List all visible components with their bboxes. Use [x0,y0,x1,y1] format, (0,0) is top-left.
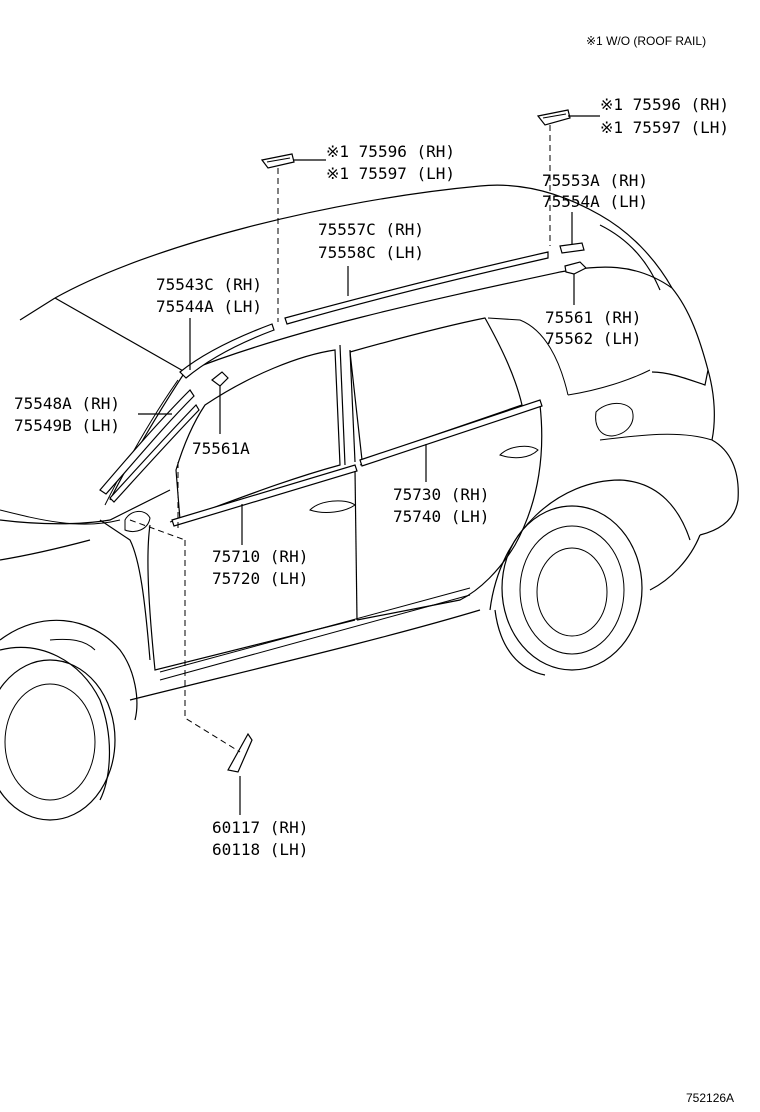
callout-75557c-rh: 75557C (RH) [318,220,424,239]
callout-75561a: 75561A [192,439,250,458]
part-roof-end-cap-rear [536,109,571,126]
callout-75596-rear-lh: ※1 75597 (LH) [600,118,729,137]
callout-75554a-lh: 75554A (LH) [542,192,648,211]
part-roof-end-cap-front [260,153,295,169]
callout-75596-front-rh: ※1 75596 (RH) [326,142,455,161]
part-clip-75561 [564,261,588,275]
part-front-belt-moulding [171,464,358,527]
diagram-id: 752126A [686,1091,734,1105]
part-roof-drip-moulding [284,251,549,325]
callout-75558c-lh: 75558C (LH) [318,243,424,262]
leader-lines [129,115,600,815]
callout-75710-rh: 75710 (RH) [212,547,308,566]
callout-60117-rh: 60117 (RH) [212,818,308,837]
callout-75543c-rh: 75543C (RH) [156,275,262,294]
part-rear-belt-moulding [359,399,543,467]
callout-75596-front-lh: ※1 75597 (LH) [326,164,455,183]
callout-75561-rh: 75561 (RH) [545,308,641,327]
callout-75548a-rh: 75548A (RH) [14,394,120,413]
callout-75730-rh: 75730 (RH) [393,485,489,504]
part-quarter-trim-60117 [227,732,253,773]
callout-75544a-lh: 75544A (LH) [156,297,262,316]
callout-75720-lh: 75720 (LH) [212,569,308,588]
part-clip-75561a [211,371,229,387]
vehicle-outline [0,184,739,821]
header-note: ※1 W/O (ROOF RAIL) [586,34,706,48]
callout-60118-lh: 60118 (LH) [212,840,308,859]
callout-75553a-rh: 75553A (RH) [542,171,648,190]
callout-75596-rear-rh: ※1 75596 (RH) [600,95,729,114]
callout-75549b-lh: 75549B (LH) [14,416,120,435]
callout-75562-lh: 75562 (LH) [545,329,641,348]
part-clip-75553 [559,242,585,254]
part-windshield-moulding [99,323,275,503]
callout-75740-lh: 75740 (LH) [393,507,489,526]
